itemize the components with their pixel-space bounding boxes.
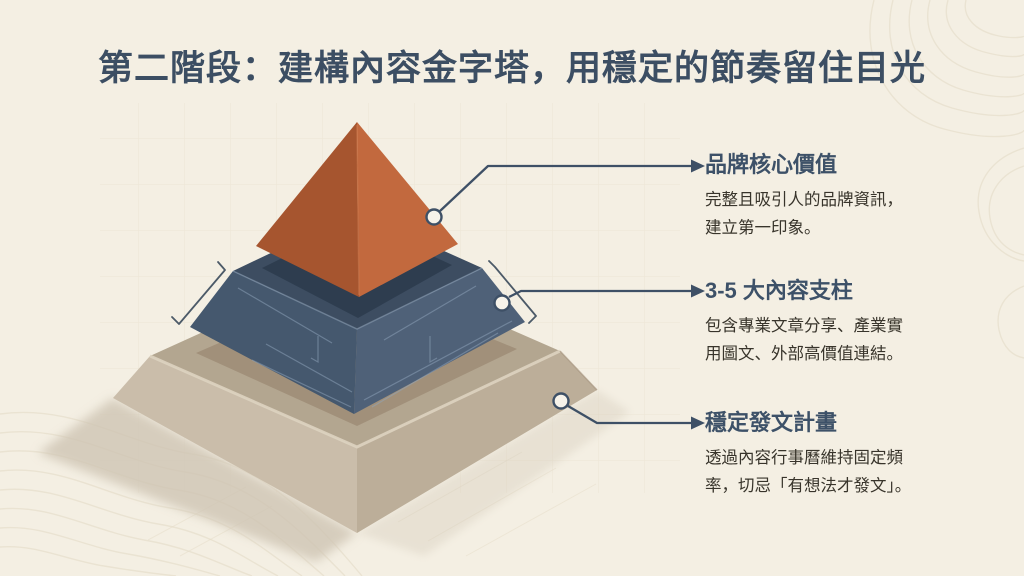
annotation-content-pillars: 3-5 大內容支柱 包含專業文章分享、產業實 用圖文、外部高價值連結。 xyxy=(705,276,1005,368)
annotation-body-line: 建立第一印象。 xyxy=(705,219,821,237)
annotation-body-line: 完整且吸引人的品牌資訊， xyxy=(705,191,903,209)
annotation-body: 透過內容行事曆維持固定頻 率，切忌「有想法才發文」。 xyxy=(705,444,1005,500)
base-left-face xyxy=(113,356,357,533)
pyramid-level-top xyxy=(256,122,458,297)
connector-anchor-dots xyxy=(425,208,570,410)
top-left-face xyxy=(256,122,359,297)
connector-line-base xyxy=(567,405,691,425)
annotation-body-line: 率，切忌「有想法才發文」。 xyxy=(705,477,912,495)
connector-lines xyxy=(439,164,691,425)
right-bracket xyxy=(488,260,537,324)
anchor-dot-top xyxy=(425,208,443,226)
annotation-posting-plan: 穩定發文計畫 透過內容行事曆維持固定頻 率，切忌「有想法才發文」。 xyxy=(705,408,1005,500)
base-corner-facet-line xyxy=(559,350,598,391)
measure-brackets xyxy=(171,260,537,325)
annotation-body: 包含專業文章分享、產業實 用圖文、外部高價值連結。 xyxy=(705,312,1005,368)
annotation-body-line: 包含專業文章分享、產業實 xyxy=(705,317,903,335)
arrowhead-icon xyxy=(691,416,705,430)
pyramid-shadow xyxy=(38,398,357,562)
pyramid-shadow-right xyxy=(357,390,630,556)
middle-left-face xyxy=(190,271,357,414)
annotation-title: 3-5 大內容支柱 xyxy=(705,278,853,303)
arrowhead-icon xyxy=(691,159,705,173)
annotation-body-line: 透過內容行事曆維持固定頻 xyxy=(705,449,903,467)
top-ridge-highlight xyxy=(356,124,360,296)
annotation-title: 品牌核心價值 xyxy=(705,152,838,177)
base-right-face xyxy=(357,351,597,533)
arrowhead-icon xyxy=(691,284,705,298)
middle-right-face xyxy=(354,268,525,414)
connector-arrowheads xyxy=(691,159,705,430)
annotation-title: 穩定發文計畫 xyxy=(705,410,838,435)
annotation-body-line: 用圖文、外部高價值連結。 xyxy=(705,345,903,363)
left-bracket xyxy=(171,261,226,325)
slide-title: 第二階段：建構內容金字塔，用穩定的節奏留住目光 xyxy=(97,49,926,88)
anchor-dot-base xyxy=(552,392,570,410)
top-right-face xyxy=(357,122,458,297)
base-edge-highlight xyxy=(149,349,561,449)
anchor-dot-middle xyxy=(493,294,511,312)
annotation-brand-core-value: 品牌核心價值 完整且吸引人的品牌資訊， 建立第一印象。 xyxy=(705,150,1005,242)
connector-line-middle xyxy=(508,289,691,299)
annotation-body: 完整且吸引人的品牌資訊， 建立第一印象。 xyxy=(705,186,1005,242)
connector-line-top xyxy=(439,164,691,212)
middle-seam-lines xyxy=(232,267,513,408)
